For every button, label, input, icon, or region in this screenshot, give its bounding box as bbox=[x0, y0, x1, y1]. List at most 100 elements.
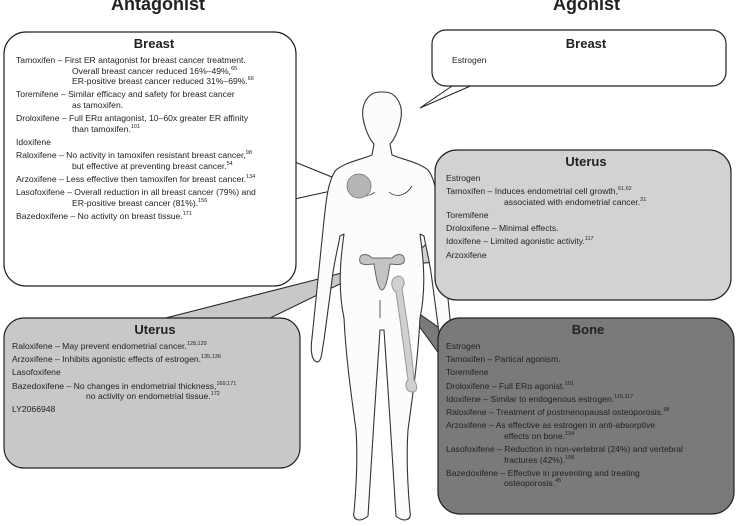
agonist-bone-entry: Arzoxifene – As effective as estrogen in… bbox=[446, 420, 730, 441]
antagonist-uterus-frame bbox=[3, 317, 301, 469]
antagonist-breast-entry-line: than tamoxifen.101 bbox=[16, 124, 292, 135]
agonist-bone-entry-text: fractures (42%). bbox=[504, 454, 566, 465]
antagonist-breast-entry-line: Bazedoxifene – No activity on breast tis… bbox=[16, 211, 292, 222]
agonist-breast-pointer bbox=[419, 83, 476, 109]
antagonist-breast-reference-number: 66 bbox=[247, 76, 254, 83]
agonist-uterus-reference-number: 117 bbox=[584, 236, 594, 243]
agonist-heading: Agonist bbox=[553, 0, 620, 14]
antagonist-breast-entry: Idoxifene bbox=[16, 137, 292, 148]
agonist-uterus-frame bbox=[434, 149, 732, 301]
antagonist-breast-entry-line: as tamoxifen. bbox=[16, 100, 292, 111]
antagonist-breast-entry: Droloxifene – Full ERα antagonist, 10–60… bbox=[16, 113, 292, 134]
antagonist-breast-frame bbox=[3, 31, 297, 287]
agonist-bone-entry: Lasofoxifene – Reduction in non-vertebra… bbox=[446, 444, 730, 465]
antagonist-breast-entry-text: than tamoxifen. bbox=[72, 123, 131, 134]
antagonist-uterus-entry-text: Lasofoxifene bbox=[12, 367, 61, 378]
agonist-bone-reference-number: 45 bbox=[555, 478, 562, 485]
agonist-bone-entry-line: Idoxifene – Similar to endogenous estrog… bbox=[446, 394, 730, 405]
antagonist-breast-entry-line: Overall breast cancer reduced 16%–49%,65 bbox=[16, 66, 292, 77]
antagonist-uterus-entry: Arzoxifene – Inhibits agonistic effects … bbox=[12, 354, 298, 365]
agonist-bone-entry: Estrogen bbox=[446, 341, 730, 352]
antagonist-breast-reference-number: 101 bbox=[130, 123, 140, 130]
antagonist-breast-entry-text: Lasofoxifene – Overall reduction in all … bbox=[16, 187, 256, 198]
agonist-uterus-entry-text: Droloxifene – Minimal effects. bbox=[446, 223, 559, 234]
antagonist-breast-entry-text: ER-positive breast cancer (81%). bbox=[72, 197, 199, 208]
antagonist-uterus-entry: Lasofoxifene bbox=[12, 367, 298, 378]
antagonist-uterus-entry-text: Arzoxifene – Inhibits agonistic effects … bbox=[12, 354, 202, 365]
agonist-bone-entry-line: Bazedoxifene – Effective in preventing a… bbox=[446, 468, 730, 479]
agonist-bone-reference-number: 101 bbox=[564, 380, 574, 387]
antagonist-breast-entry-text: Raloxifene – No activity in tamoxifen re… bbox=[16, 150, 246, 161]
antagonist-breast-entry-line: ER-positive breast cancer (81%).156 bbox=[16, 198, 292, 209]
antagonist-uterus-entry-line: LY2066948 bbox=[12, 404, 298, 415]
antagonist-breast-entry: Lasofoxifene – Overall reduction in all … bbox=[16, 187, 292, 208]
agonist-uterus-entry-text: associated with endometrial cancer. bbox=[504, 196, 641, 207]
antagonist-breast-entry-line: ER-positive breast cancer reduced 31%–69… bbox=[16, 76, 292, 87]
antagonist-uterus-entry-text: Bazedoxifene – No changes in endometrial… bbox=[12, 380, 217, 391]
antagonist-breast-entry: Raloxifene – No activity in tamoxifen re… bbox=[16, 150, 292, 171]
antagonist-uterus-entry-line: Lasofoxifene bbox=[12, 367, 298, 378]
agonist-breast-entry-text: Estrogen bbox=[452, 55, 487, 65]
antagonist-uterus-reference-number: 128,129 bbox=[186, 341, 207, 348]
agonist-bone-entry-text: Tamoxifen – Partical agonism. bbox=[446, 354, 561, 365]
antagonist-breast-entry-line: Idoxifene bbox=[16, 137, 292, 148]
agonist-uterus-title: Uterus bbox=[565, 154, 607, 169]
agonist-bone-entry-text: Bazedoxifene – Effective in preventing a… bbox=[446, 467, 640, 478]
agonist-bone-entry: Tamoxifen – Partical agonism. bbox=[446, 354, 730, 365]
agonist-uterus-entry: Idoxifene – Limited agonistic activity.1… bbox=[446, 236, 726, 247]
agonist-bone-entry: Idoxifene – Similar to endogenous estrog… bbox=[446, 394, 730, 405]
agonist-bone-entry-text: Raloxifene – Treatment of postmenopausal… bbox=[446, 406, 664, 417]
agonist-uterus-entry-line: Arzoxifene bbox=[446, 250, 726, 261]
agonist-bone-reference-number: 158 bbox=[565, 454, 575, 461]
agonist-breast-title: Breast bbox=[565, 36, 607, 51]
agonist-bone-entry-line: Estrogen bbox=[446, 341, 730, 352]
femur-bone-highlight bbox=[391, 275, 418, 393]
agonist-uterus-entry-line: associated with endometrial cancer.31 bbox=[446, 197, 726, 208]
agonist-uterus-entry-text: Estrogen bbox=[446, 173, 481, 183]
antagonist-breast-title: Breast bbox=[133, 36, 175, 51]
antagonist-breast-reference-number: 98 bbox=[245, 150, 252, 157]
agonist-uterus-entry-line: Idoxifene – Limited agonistic activity.1… bbox=[446, 236, 726, 247]
agonist-bone-title: Bone bbox=[571, 322, 605, 337]
agonist-uterus-entry: Toremifene bbox=[446, 210, 726, 221]
agonist-bone-entry-text: effects on bone. bbox=[504, 430, 565, 441]
antagonist-breast-entry: Toremifene – Similar efficacy and safety… bbox=[16, 89, 292, 110]
agonist-bone-entry-text: Estrogen bbox=[446, 341, 481, 351]
agonist-uterus-entry-line: Estrogen bbox=[446, 173, 726, 184]
antagonist-breast-entry-text: Idoxifene bbox=[16, 136, 51, 147]
antagonist-uterus-reference-number: 169,171 bbox=[216, 380, 237, 387]
agonist-bone-entry: Raloxifene – Treatment of postmenopausal… bbox=[446, 407, 730, 418]
antagonist-breast-reference-number: 65 bbox=[231, 65, 238, 72]
agonist-bone-entry-line: fractures (42%).158 bbox=[446, 455, 730, 466]
antagonist-breast-entry-line: Droloxifene – Full ERα antagonist, 10–60… bbox=[16, 113, 292, 124]
antagonist-breast-entry-text: ER-positive breast cancer reduced 31%–69… bbox=[72, 76, 248, 87]
antagonist-uterus-entry-line: no activity on endometrial tissue.172 bbox=[12, 391, 298, 402]
agonist-bone-entry-text: Idoxifene – Similar to endogenous estrog… bbox=[446, 393, 615, 404]
antagonist-breast-entry-text: Bazedoxifene – No activity on breast tis… bbox=[16, 210, 183, 221]
antagonist-breast-entry-line: Tamoxifen – First ER antagonist for brea… bbox=[16, 55, 292, 66]
agonist-bone-entry-line: Droloxifene – Full ERα agonist.101 bbox=[446, 381, 730, 392]
antagonist-breast-entry-line: Raloxifene – No activity in tamoxifen re… bbox=[16, 150, 292, 161]
breast-tissue-highlight bbox=[346, 173, 372, 199]
agonist-bone-entry-line: Arzoxifene – As effective as estrogen in… bbox=[446, 420, 730, 431]
antagonist-breast-entry: Tamoxifen – First ER antagonist for brea… bbox=[16, 55, 292, 87]
antagonist-uterus-entry-line: Bazedoxifene – No changes in endometrial… bbox=[12, 381, 298, 392]
agonist-uterus-entry-line: Droloxifene – Minimal effects. bbox=[446, 223, 726, 234]
antagonist-uterus-entry-text: LY2066948 bbox=[12, 404, 56, 415]
agonist-bone-entry-line: effects on bone.134 bbox=[446, 431, 730, 442]
antagonist-uterus-entry-text: no activity on endometrial tissue. bbox=[86, 391, 211, 402]
agonist-uterus-entry: Arzoxifene bbox=[446, 250, 726, 261]
antagonist-uterus-entry: LY2066948 bbox=[12, 404, 298, 415]
agonist-bone-frame bbox=[437, 317, 735, 515]
antagonist-breast-reference-number: 54 bbox=[226, 160, 233, 167]
antagonist-breast-entry-text: Toremifene – Similar efficacy and safety… bbox=[16, 89, 235, 100]
antagonist-breast-entry-line: but effective at preventing breast cance… bbox=[16, 161, 292, 172]
antagonist-uterus-reference-number: 172 bbox=[210, 391, 220, 398]
agonist-bone-entry-line: osteoporosis.45 bbox=[446, 478, 730, 489]
agonist-uterus-entry-text: Toremifene bbox=[446, 209, 489, 220]
antagonist-uterus-entry: Raloxifene – May prevent endometrial can… bbox=[12, 341, 298, 352]
agonist-bone-entry: Bazedoxifene – Effective in preventing a… bbox=[446, 468, 730, 489]
